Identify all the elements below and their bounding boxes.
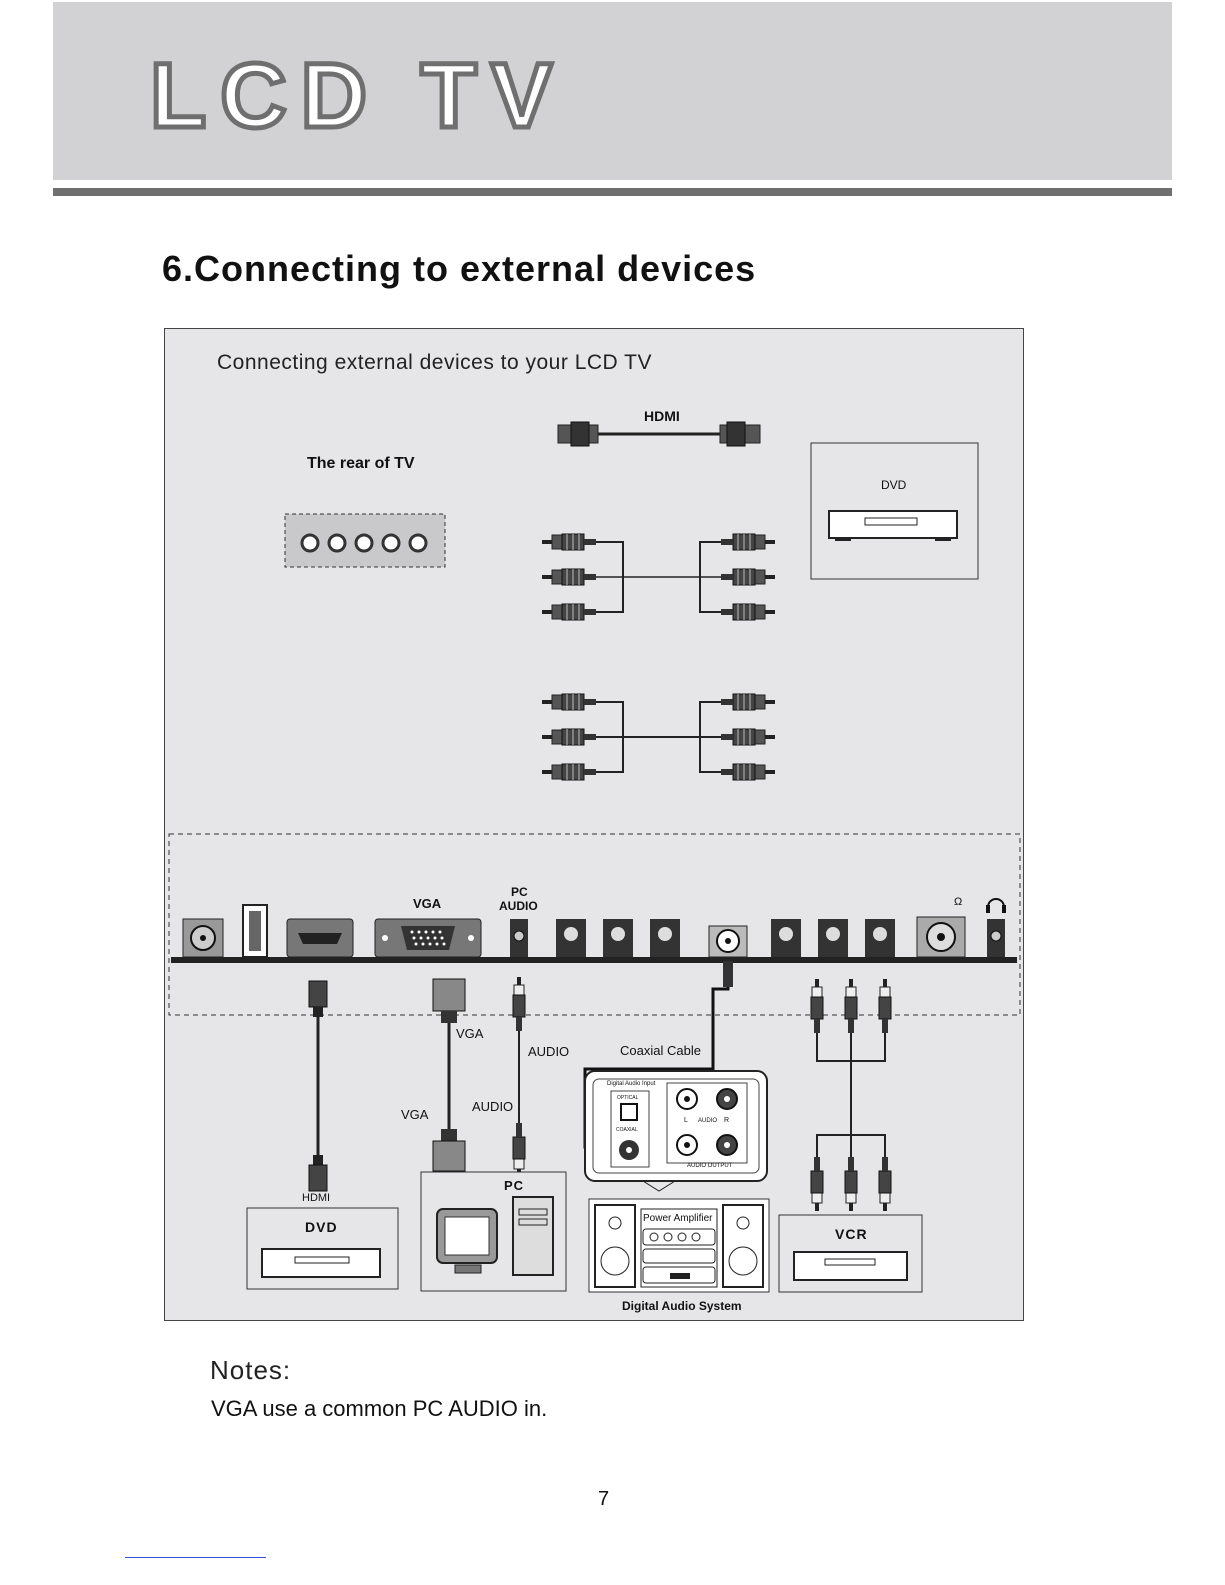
pc-device-box [420, 1171, 567, 1292]
diagram-intro: Connecting external devices to your LCD … [217, 351, 652, 374]
coaxial-cable-label: Coaxial Cable [620, 1043, 701, 1058]
pc-audio-label-line2: AUDIO [499, 899, 538, 913]
pc-audio-cable [512, 976, 526, 1178]
hdmi-bottom-label: HDMI [302, 1192, 331, 1204]
pc-device-label: PC [504, 1178, 525, 1193]
hdmi-cable-label: HDMI [644, 408, 680, 424]
hdmi-cable-bottom [308, 980, 328, 1192]
vcr-device-label: VCR [835, 1226, 868, 1242]
connection-diagram: Connecting external devices to your LCD … [164, 328, 1024, 1321]
logo: LCD TV [147, 45, 567, 147]
av-cable-set-1 [541, 533, 776, 621]
dvd-device-box [246, 1207, 399, 1290]
header-rule [53, 188, 1172, 196]
ohm-symbol: Ω [954, 896, 963, 908]
digital-audio-system-label: Digital Audio System [622, 1299, 742, 1313]
rear-jack-panel [284, 513, 446, 568]
vga-cable-label-lower: VGA [401, 1107, 429, 1122]
section-title: 6.Connecting to external devices [162, 248, 757, 289]
audio-cable-label-lower: AUDIO [472, 1099, 514, 1114]
digital-audio-input-label: Digital Audio Input [607, 1081, 656, 1087]
audio-label: AUDIO [698, 1118, 718, 1124]
tv-connector-panel [168, 833, 1021, 1016]
header-band [53, 2, 1172, 180]
power-amplifier-label: Power Amplifier [643, 1213, 713, 1224]
vga-cable [432, 978, 466, 1172]
dvd-device-label: DVD [305, 1219, 338, 1235]
dvd-box-top [810, 442, 979, 580]
optical-label: OPTICAL [617, 1095, 639, 1101]
pc-audio-label-line1: PC [511, 885, 528, 899]
notes-text: VGA use a common PC AUDIO in. [211, 1396, 548, 1421]
hdmi-cable-top [557, 421, 761, 447]
rear-of-tv-label: The rear of TV [307, 455, 415, 472]
av-cable-set-2 [541, 693, 776, 781]
vcr-device-box [778, 1214, 923, 1293]
vcr-av-cables [810, 978, 892, 1212]
vga-port-label: VGA [413, 896, 442, 911]
digital-audio-system-box [588, 1198, 770, 1293]
audio-cable-label-upper: AUDIO [528, 1044, 570, 1059]
audio-r-label: R [724, 1117, 730, 1124]
footer-link-underline[interactable] [125, 1557, 266, 1558]
digital-audio-input-box [584, 1070, 768, 1192]
audio-output-label: AUDIO OUTPUT [687, 1163, 733, 1169]
dvd-top-label: DVD [881, 478, 907, 492]
diagram-graphics [168, 421, 1021, 1293]
vga-cable-label-upper: VGA [456, 1026, 484, 1041]
coaxial-port-label: COAXIAL [616, 1127, 638, 1133]
notes-title: Notes: [210, 1355, 292, 1385]
audio-l-label: L [684, 1117, 688, 1124]
page-number: 7 [598, 1488, 610, 1510]
